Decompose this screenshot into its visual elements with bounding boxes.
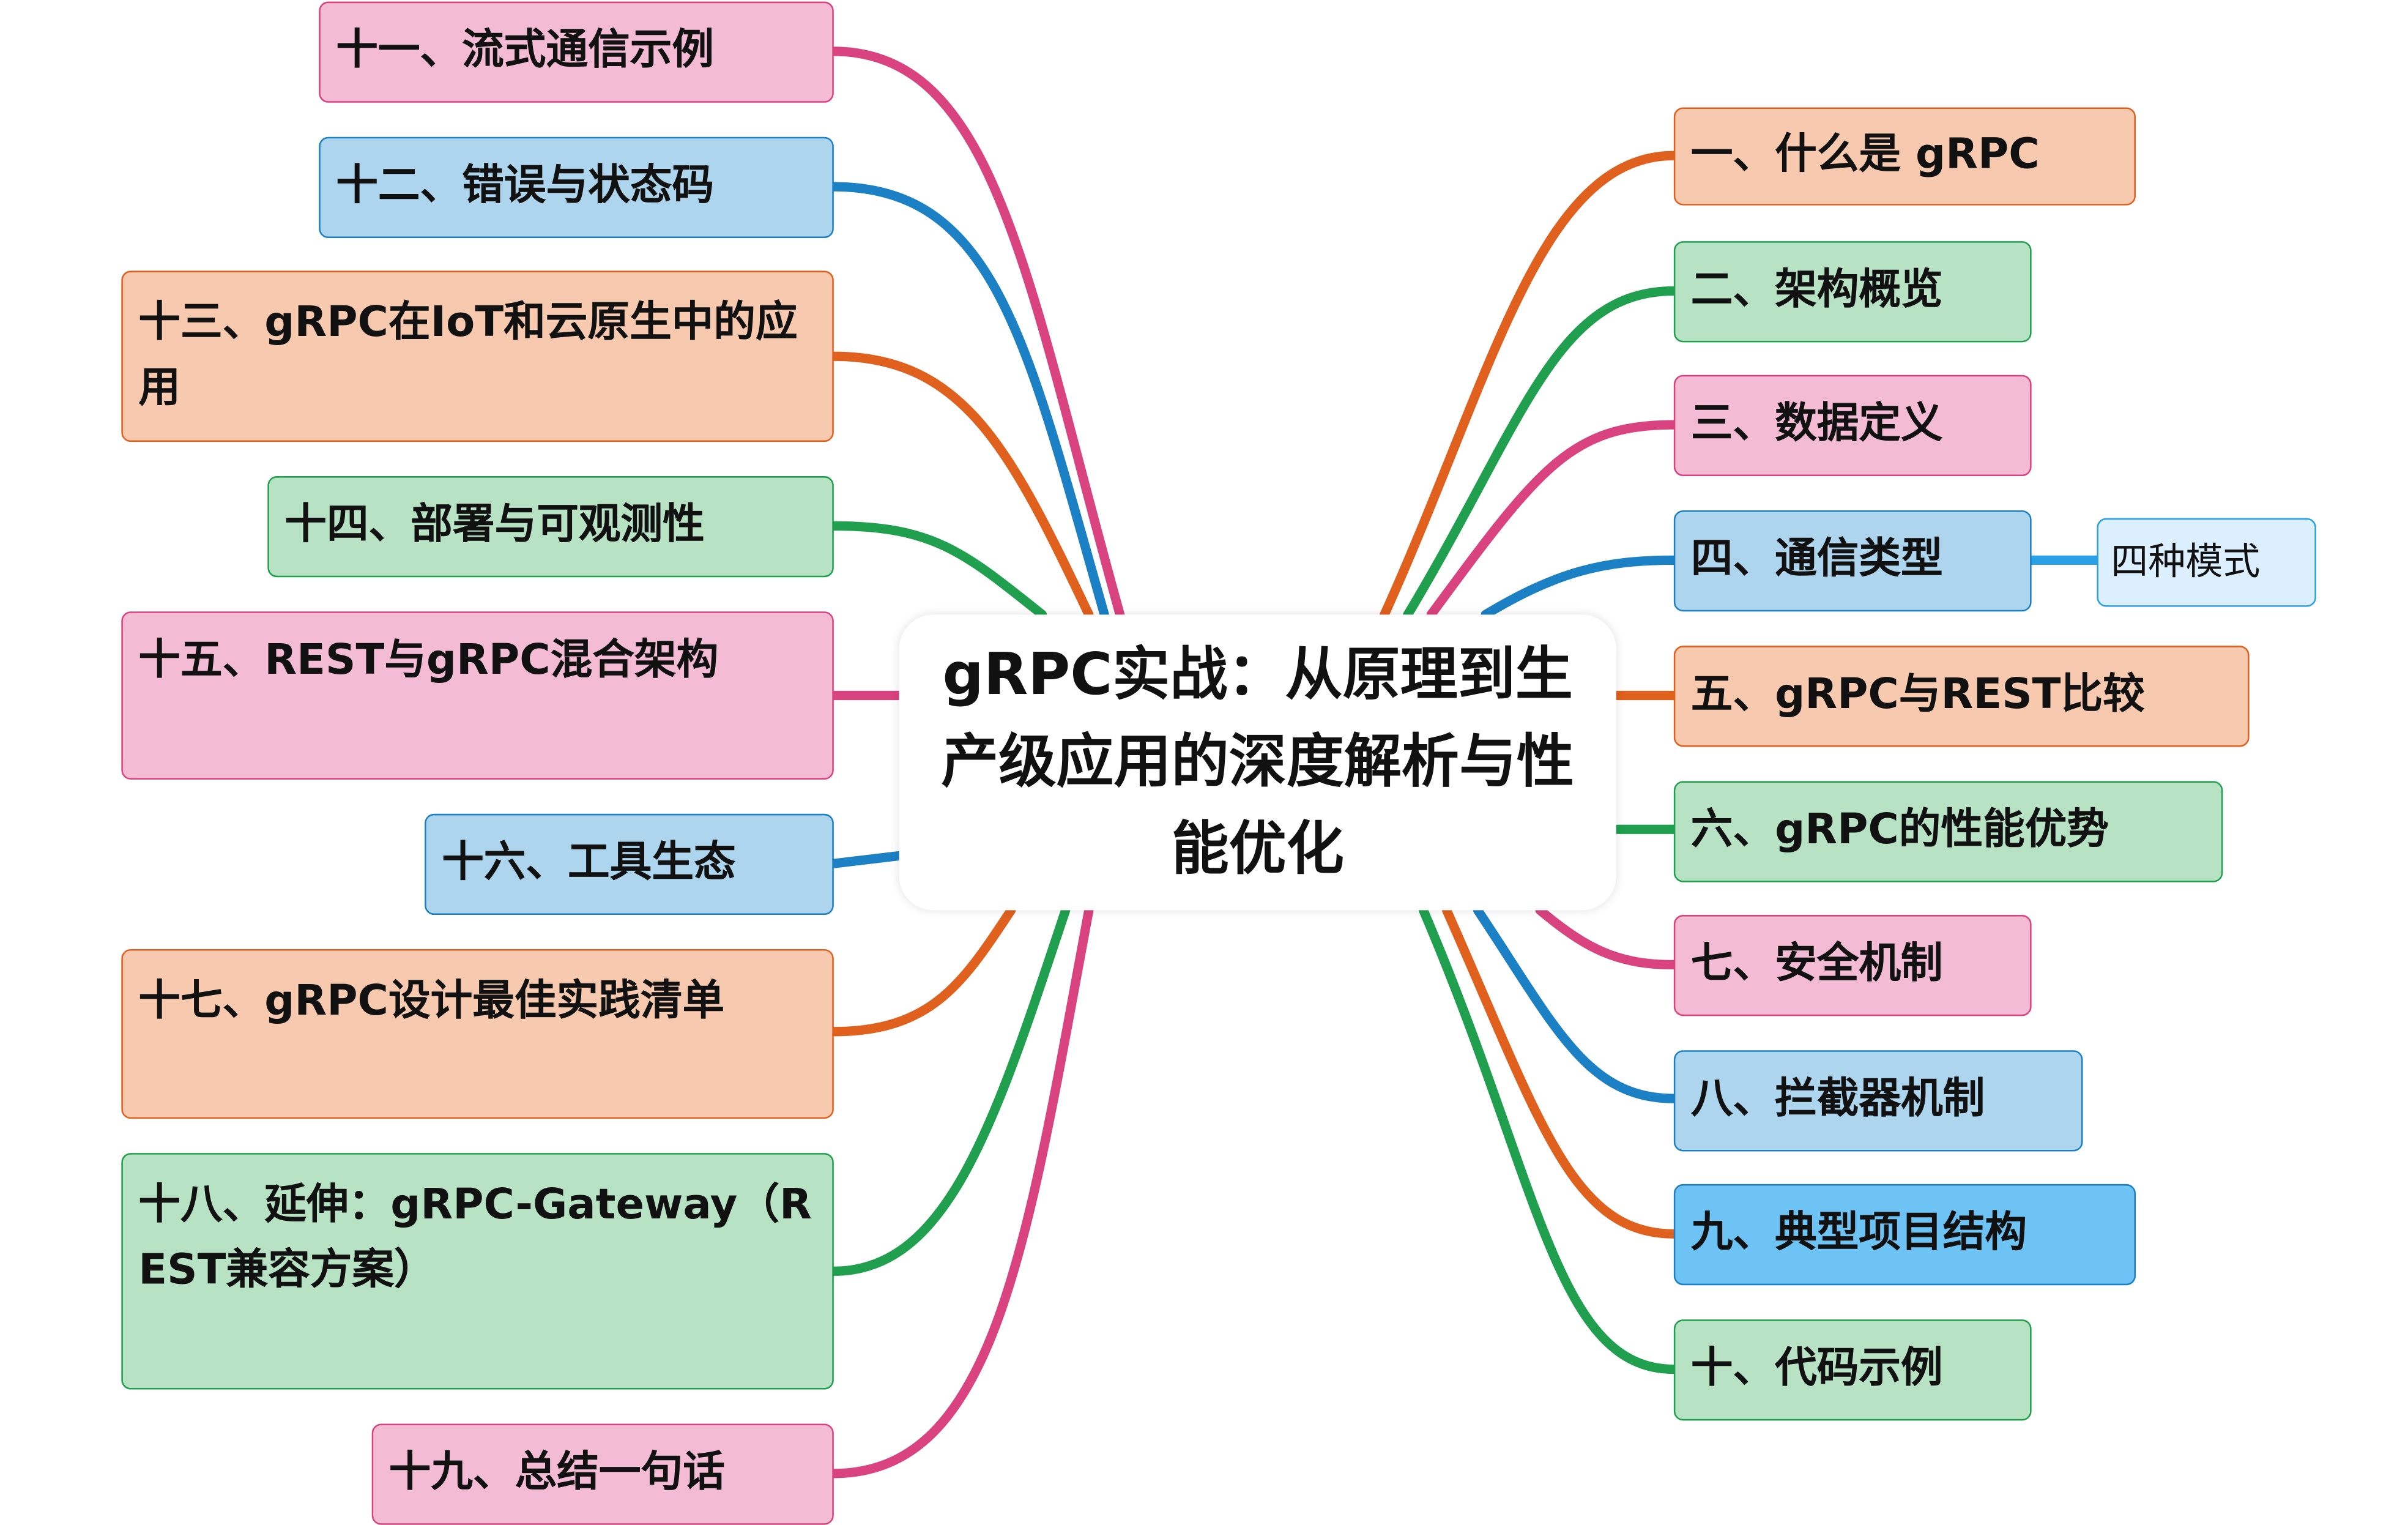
branch-label: 十二、错误与状态码 xyxy=(336,162,715,211)
branch-label: 八、拦截器机制 xyxy=(1690,1075,1985,1124)
connector-r8 xyxy=(1473,905,1679,1103)
connector-l14 xyxy=(829,521,1047,619)
branch-l16[interactable]: 十六、工具生态 xyxy=(425,813,834,915)
branch-r8[interactable]: 八、拦截器机制 xyxy=(1673,1050,2083,1152)
connector-r10 xyxy=(1418,905,1679,1374)
branch-r6[interactable]: 六、gRPC的性能优势 xyxy=(1673,781,2223,882)
branch-l14[interactable]: 十四、部署与可观测性 xyxy=(267,476,834,578)
branch-label: 九、典型项目结构 xyxy=(1690,1209,2027,1258)
branch-label: 七、安全机制 xyxy=(1690,939,1943,988)
branch-label: 三、数据定义 xyxy=(1690,400,1943,449)
sub-node-four-modes[interactable]: 四种模式 xyxy=(2097,518,2316,607)
branch-r5[interactable]: 五、gRPC与REST比较 xyxy=(1673,646,2250,747)
branch-label: 十三、gRPC在IoT和云原生中的应用 xyxy=(138,299,798,412)
branch-label: 十七、gRPC设计最佳实践清单 xyxy=(138,977,725,1026)
sub-node-label: 四种模式 xyxy=(2111,540,2261,584)
connector-l11 xyxy=(829,47,1125,619)
branch-l18[interactable]: 十八、延伸：gRPC-Gateway（REST兼容方案） xyxy=(121,1153,834,1390)
branch-label: 十五、REST与gRPC混合架构 xyxy=(138,636,719,685)
branch-label: 十、代码示例 xyxy=(1690,1344,1943,1393)
branch-l17[interactable]: 十七、gRPC设计最佳实践清单 xyxy=(121,949,834,1119)
connector-l17 xyxy=(829,905,1016,1037)
branch-label: 二、架构概览 xyxy=(1690,266,1943,315)
connector-r1 xyxy=(1380,151,1679,619)
connector-l18 xyxy=(829,905,1071,1276)
branch-r4[interactable]: 四、通信类型 xyxy=(1673,510,2032,612)
branch-r3[interactable]: 三、数据定义 xyxy=(1673,375,2032,477)
branch-label: 五、gRPC与REST比较 xyxy=(1690,670,2145,719)
connector-r3 xyxy=(1426,420,1679,619)
branch-r10[interactable]: 十、代码示例 xyxy=(1673,1319,2032,1421)
branch-label: 一、什么是 gRPC xyxy=(1690,130,2040,179)
branch-r7[interactable]: 七、安全机制 xyxy=(1673,915,2032,1016)
branch-label: 六、gRPC的性能优势 xyxy=(1690,806,2109,854)
branch-label: 十九、总结一句话 xyxy=(388,1449,725,1497)
connector-r9 xyxy=(1441,905,1679,1239)
branch-label: 十四、部署与可观测性 xyxy=(284,501,705,550)
connector-l16 xyxy=(829,851,904,868)
connector-r2 xyxy=(1403,286,1679,619)
branch-label: 十一、流式通信示例 xyxy=(336,26,715,75)
branch-l15[interactable]: 十五、REST与gRPC混合架构 xyxy=(121,611,834,780)
connector-r4 xyxy=(1481,555,1679,619)
branch-l11[interactable]: 十一、流式通信示例 xyxy=(319,1,834,103)
connector-l19 xyxy=(829,905,1094,1478)
branch-label: 四、通信类型 xyxy=(1690,535,1943,584)
branch-l12[interactable]: 十二、错误与状态码 xyxy=(319,136,834,239)
branch-label: 十八、延伸：gRPC-Gateway（REST兼容方案） xyxy=(138,1180,812,1295)
connector-l12 xyxy=(829,182,1109,619)
central-topic[interactable]: gRPC实战：从原理到生产级应用的深度解析与性能优化 xyxy=(899,614,1616,911)
branch-r1[interactable]: 一、什么是 gRPC xyxy=(1673,107,2136,206)
branch-l19[interactable]: 十九、总结一句话 xyxy=(371,1423,834,1525)
branch-label: 十六、工具生态 xyxy=(442,838,736,887)
branch-r2[interactable]: 二、架构概览 xyxy=(1673,241,2032,343)
central-topic-text: gRPC实战：从原理到生产级应用的深度解析与性能优化 xyxy=(941,641,1575,882)
connector-l13 xyxy=(829,351,1094,619)
connector-r7 xyxy=(1535,905,1679,970)
branch-l13[interactable]: 十三、gRPC在IoT和云原生中的应用 xyxy=(121,270,834,442)
branch-r9[interactable]: 九、典型项目结构 xyxy=(1673,1184,2136,1286)
